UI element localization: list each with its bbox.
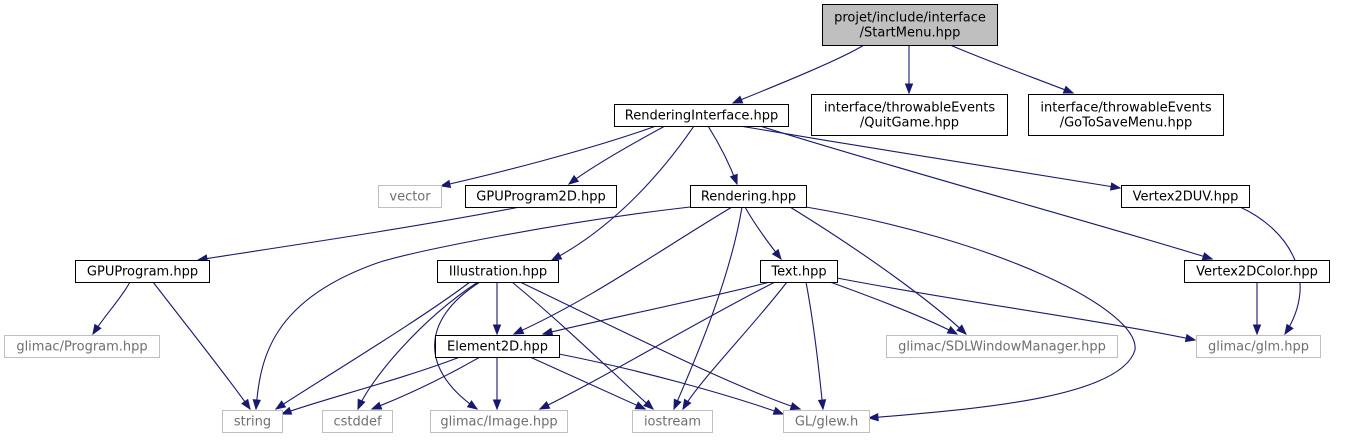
node-glew: GL/glew.h [783, 410, 870, 433]
node-vertex2duv[interactable]: Vertex2DUV.hpp [1121, 185, 1250, 208]
edge-text-to-element2d [541, 281, 771, 336]
edge-text-to-iostream [682, 281, 788, 411]
edge-vertex2duv-to-glm [1239, 206, 1301, 336]
node-label: Illustration.hpp [449, 265, 547, 280]
edge-element2d-to-image [492, 357, 502, 411]
edge-element2d-to-glew [558, 353, 785, 415]
edge-rendering_interface-to-vertex2duv [739, 125, 1122, 191]
node-gpuprogram[interactable]: GPUProgram.hpp [75, 260, 210, 283]
node-label: Text.hpp [770, 265, 826, 280]
node-cstddef: cstddef [322, 410, 393, 433]
edge-illustration-to-cstddef [357, 281, 479, 411]
node-gpuprogram2d[interactable]: GPUProgram2D.hpp [465, 185, 617, 208]
node-label: glimac/Program.hpp [16, 340, 147, 355]
node-label: /QuitGame.hpp [860, 116, 959, 131]
node-label: Element2D.hpp [447, 340, 548, 355]
node-string: string [222, 410, 283, 433]
node-label: /StartMenu.hpp [860, 26, 961, 41]
node-image: glimac/Image.hpp [430, 410, 568, 433]
node-vector: vector [378, 185, 442, 208]
node-rendering-interface[interactable]: RenderingInterface.hpp [614, 104, 789, 127]
edge-rendering_interface-to-illustration [550, 125, 695, 261]
edge-illustration-to-glew [519, 281, 802, 411]
node-label: glimac/Image.hpp [440, 415, 557, 430]
node-start[interactable]: projet/include/interface/StartMenu.hpp [822, 4, 998, 46]
edge-rendering-to-string [252, 206, 691, 411]
edge-text-to-image [538, 281, 776, 410]
edges-layer [92, 44, 1301, 422]
node-label: interface/throwableEvents [1040, 101, 1211, 116]
node-label: glimac/glm.hpp [1208, 340, 1309, 355]
edge-gpuprogram2d-to-gpuprogram [196, 206, 521, 263]
edge-rendering_interface-to-vector [439, 125, 657, 189]
node-label: string [234, 415, 271, 430]
node-go-to-save[interactable]: interface/throwableEvents/GoToSaveMenu.h… [1028, 94, 1224, 136]
edge-rendering-to-sdl_window [789, 206, 968, 335]
edge-text-to-sdl_window [829, 281, 959, 335]
edge-illustration-to-image [434, 281, 481, 410]
edge-rendering-to-element2d [512, 206, 733, 335]
node-label: GPUProgram2D.hpp [476, 190, 605, 205]
edge-illustration-to-iostream [511, 281, 655, 410]
node-element2d[interactable]: Element2D.hpp [435, 335, 560, 358]
edge-start-to-go_to_save [949, 44, 1075, 94]
node-label: vector [389, 190, 431, 205]
node-label: cstddef [333, 415, 382, 430]
node-label: GL/glew.h [795, 415, 858, 430]
node-label: /GoToSaveMenu.hpp [1060, 116, 1193, 131]
edge-rendering_interface-to-gpuprogram2d [567, 125, 666, 185]
edge-rendering-to-text [744, 206, 782, 261]
node-rendering[interactable]: Rendering.hpp [690, 185, 807, 208]
edge-start-to-quit_game [904, 44, 914, 95]
node-label: interface/throwableEvents [824, 101, 995, 116]
edge-rendering-to-glew [805, 206, 1136, 422]
edge-gpuprogram-to-string [152, 281, 251, 411]
node-illustration[interactable]: Illustration.hpp [437, 260, 559, 283]
node-label: Rendering.hpp [701, 190, 796, 205]
edge-element2d-to-string [280, 356, 461, 415]
edge-illustration-to-string [274, 281, 471, 410]
edge-vertex2dcolor-to-glm [1252, 282, 1262, 336]
node-label: Vertex2DUV.hpp [1133, 190, 1239, 205]
node-sdl-window: glimac/SDLWindowManager.hpp [886, 335, 1118, 358]
node-label: RenderingInterface.hpp [625, 109, 778, 124]
edge-start-to-rendering_interface [731, 44, 865, 104]
edge-rendering_interface-to-rendering [707, 125, 738, 186]
edge-gpuprogram-to-glimac_program [92, 281, 131, 336]
edge-illustration-to-element2d [492, 282, 502, 336]
node-label: glimac/SDLWindowManager.hpp [898, 340, 1106, 355]
edge-rendering_interface-to-vertex2dcolor [759, 125, 1214, 261]
node-iostream: iostream [632, 410, 713, 433]
node-quit-game[interactable]: interface/throwableEvents/QuitGame.hpp [811, 94, 1008, 136]
node-label: Vertex2DColor.hpp [1196, 265, 1318, 280]
edge-text-to-glm [836, 277, 1197, 343]
edge-rendering-to-iostream [673, 206, 743, 411]
node-glimac-program: glimac/Program.hpp [4, 335, 160, 358]
node-glm: glimac/glm.hpp [1196, 335, 1321, 358]
node-label: iostream [644, 415, 701, 430]
edge-element2d-to-iostream [529, 356, 647, 410]
edge-element2d-to-cstddef [370, 356, 481, 410]
node-label: GPUProgram.hpp [87, 265, 198, 280]
nodes-layer: projet/include/interface/StartMenu.hppRe… [4, 4, 1330, 433]
node-vertex2dcolor[interactable]: Vertex2DColor.hpp [1184, 260, 1330, 283]
node-text[interactable]: Text.hpp [760, 260, 838, 283]
edge-text-to-glew [805, 281, 827, 411]
node-label: projet/include/interface [834, 11, 986, 26]
